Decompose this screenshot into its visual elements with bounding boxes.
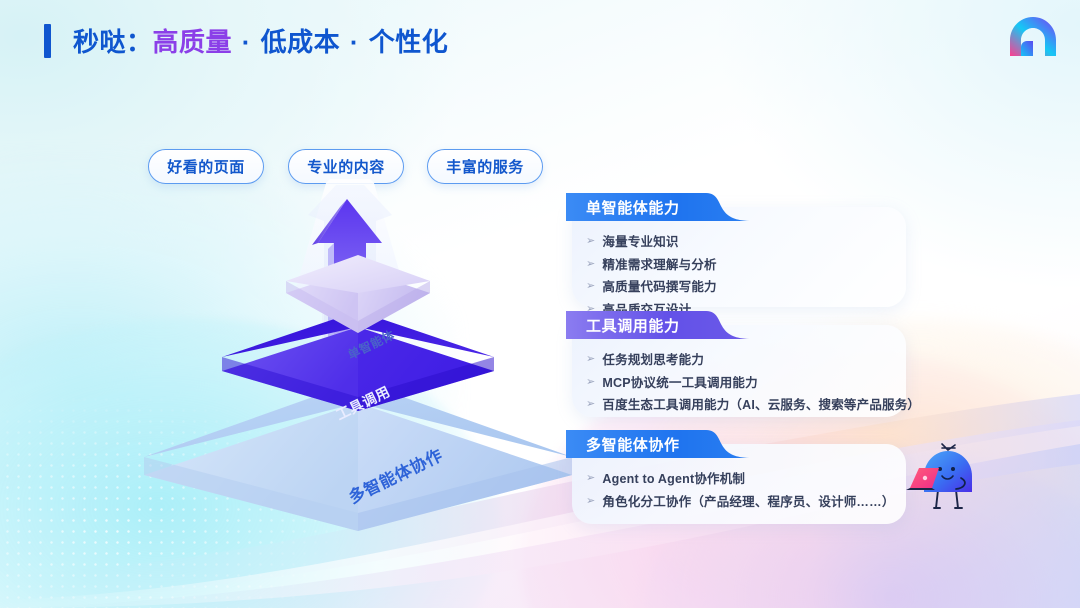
bullet-arrow-icon: ➢ [586,235,596,247]
pill-rich-services[interactable]: 丰富的服务 [427,149,543,184]
list-item: ➢ 精准需求理解与分析 [586,256,896,274]
card-title: 单智能体能力 [586,200,680,217]
robot-with-laptop-mascot [906,443,972,509]
list-item-label: MCP协议统一工具调用能力 [602,375,758,390]
card-item-list: ➢ 海量专业知识 ➢ 精准需求理解与分析 ➢ 高质量代码撰写能力 ➢ 高品质交互… [586,233,896,324]
pyramid-graphic [144,179,572,531]
bullet-arrow-icon: ➢ [586,494,596,507]
list-item-label: 角色化分工协作（产品经理、程序员、设计师……） [602,494,895,509]
page-title-prefix: 秒哒： [73,27,153,57]
pill-label: 专业的内容 [307,159,385,176]
capability-card-multi-agent[interactable]: 多智能体协作 ➢ Agent to Agent协作机制 ➢ 角色化分工协作（产品… [566,430,906,524]
pill-label: 丰富的服务 [446,159,524,176]
list-item-label: 百度生态工具调用能力（AI、云服务、搜索等产品服务） [602,398,921,413]
capability-card-single-agent[interactable]: 单智能体能力 ➢ 海量专业知识 ➢ 精准需求理解与分析 ➢ 高质量代码撰写能力 … [566,193,906,317]
card-title: 工具调用能力 [586,318,680,335]
card-item-list: ➢ 任务规划思考能力 ➢ MCP协议统一工具调用能力 ➢ 百度生态工具调用能力（… [586,351,920,419]
card-header-ribbon: 工具调用能力 [566,311,766,339]
list-item-label: 精准需求理解与分析 [602,257,717,272]
bullet-arrow-icon: ➢ [586,353,596,365]
list-item: ➢ 任务规划思考能力 [586,351,896,369]
title-accent-bar [44,23,51,58]
list-item: ➢ Agent to Agent协作机制 [586,470,896,488]
page-title-highlight: 高质量 [152,27,233,57]
list-item-label: 任务规划思考能力 [602,353,705,367]
ribbon-shape-icon [566,193,752,221]
list-item: ➢ MCP协议统一工具调用能力 [586,374,896,392]
ribbon-shape-icon [566,430,752,458]
bullet-arrow-icon: ➢ [586,302,596,315]
page-title-sep-1: · [234,27,259,57]
pill-professional-content[interactable]: 专业的内容 [288,149,404,184]
card-header-ribbon: 多智能体协作 [566,430,766,458]
card-body [572,207,906,307]
list-item: ➢ 高质量代码撰写能力 [586,278,896,296]
pill-beautiful-pages[interactable]: 好看的页面 [148,149,264,184]
bullet-arrow-icon: ➢ [586,280,596,293]
list-item-label: Agent to Agent协作机制 [602,472,746,486]
card-body [572,325,906,417]
page-header: 秒哒：高质量 · 低成本 · 个性化 [44,22,448,59]
ribbon-shape-icon [566,311,752,339]
page-title-sep-2: · [342,27,367,57]
page-title: 秒哒：高质量 · 低成本 · 个性化 [73,22,448,59]
bullet-arrow-icon: ➢ [586,257,596,270]
capability-card-tool-calling[interactable]: 工具调用能力 ➢ 任务规划思考能力 ➢ MCP协议统一工具调用能力 ➢ 百度生态… [566,311,920,417]
brand-logo-icon [1010,17,1056,56]
list-item: ➢ 海量专业知识 [586,233,896,251]
card-title: 多智能体协作 [586,437,680,454]
list-item-label: 高质量代码撰写能力 [602,280,717,295]
bullet-arrow-icon: ➢ [586,398,596,411]
list-item: ➢ 百度生态工具调用能力（AI、云服务、搜索等产品服务） [586,396,920,414]
list-item-label: 海量专业知识 [602,235,679,249]
card-header-ribbon: 单智能体能力 [566,193,766,221]
list-item: ➢ 角色化分工协作（产品经理、程序员、设计师……） [586,493,896,511]
bullet-arrow-icon: ➢ [586,375,596,388]
bullet-arrow-icon: ➢ [586,472,596,484]
card-item-list: ➢ Agent to Agent协作机制 ➢ 角色化分工协作（产品经理、程序员、… [586,470,896,515]
page-title-part-2: 低成本 [260,27,341,57]
page-title-part-3: 个性化 [368,27,449,57]
capability-pyramid: 单智能体 工具调用 多智能体协作 [130,175,590,545]
pill-label: 好看的页面 [167,159,245,176]
